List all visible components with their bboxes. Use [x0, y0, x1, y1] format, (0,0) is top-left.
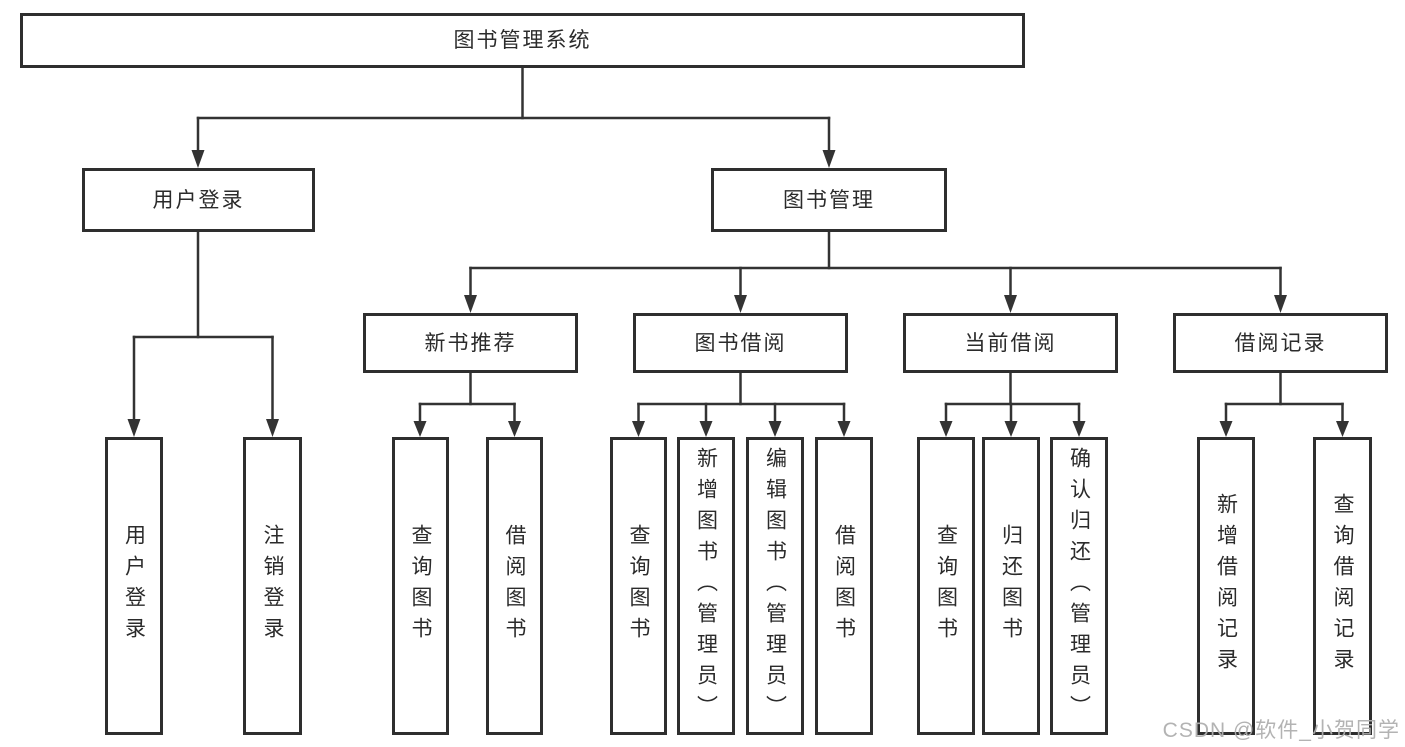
- node-label: 新书推荐: [424, 331, 517, 355]
- connector-new-book-recommend-to-leaves: [413, 371, 521, 437]
- leaf-confirm-return-admin: 确认归还（管理员）: [1050, 437, 1108, 735]
- node-label: 确认归还（管理员）: [1067, 446, 1091, 726]
- connector-user-login-to-leaves: [127, 230, 279, 437]
- leaf-add-book-admin: 新增图书（管理员）: [677, 437, 735, 735]
- node-label: 借阅图书: [503, 524, 526, 648]
- leaf-logout-login: 注销登录: [243, 437, 302, 735]
- node-label: 借阅记录: [1234, 331, 1327, 355]
- leaf-query-books-recommend: 查询图书: [392, 437, 449, 735]
- node-new-book-recommend: 新书推荐: [363, 313, 578, 373]
- leaf-query-books-borrow: 查询图书: [610, 437, 667, 735]
- node-label: 用户登录: [122, 524, 146, 648]
- leaf-add-borrow-record: 新增借阅记录: [1197, 437, 1255, 735]
- node-label: 查询图书: [409, 524, 432, 648]
- connector-book-management-to-level3: [464, 230, 1287, 313]
- node-label: 注销登录: [261, 524, 284, 648]
- leaf-borrow-books-recommend: 借阅图书: [486, 437, 543, 735]
- leaf-return-books: 归还图书: [982, 437, 1040, 735]
- node-label: 用户登录: [152, 188, 245, 212]
- node-label: 查询图书: [934, 524, 958, 648]
- node-label: 当前借阅: [964, 331, 1057, 355]
- node-label: 归还图书: [999, 524, 1023, 648]
- connector-current-borrow-to-leaves: [939, 371, 1086, 437]
- node-label: 图书借阅: [694, 331, 787, 355]
- leaf-borrow-books-borrow: 借阅图书: [815, 437, 873, 735]
- connector-book-borrow-to-leaves: [632, 371, 851, 437]
- node-book-management: 图书管理: [711, 168, 947, 232]
- csdn-watermark: CSDN @软件_小贺同学: [1162, 719, 1400, 742]
- connector-root-to-level2: [191, 66, 836, 168]
- node-book-borrow: 图书借阅: [633, 313, 848, 373]
- node-label: 查询借阅记录: [1331, 493, 1354, 679]
- node-user-login: 用户登录: [82, 168, 315, 232]
- leaf-user-login: 用户登录: [105, 437, 163, 735]
- node-label: 查询图书: [627, 524, 650, 648]
- node-label: 新增借阅记录: [1214, 493, 1238, 679]
- node-borrow-records: 借阅记录: [1173, 313, 1388, 373]
- leaf-edit-book-admin: 编辑图书（管理员）: [746, 437, 804, 735]
- leaf-query-borrow-record: 查询借阅记录: [1313, 437, 1372, 735]
- connector-borrow-records-to-leaves: [1219, 371, 1349, 437]
- node-current-borrow: 当前借阅: [903, 313, 1118, 373]
- node-label: 新增图书（管理员）: [694, 446, 718, 726]
- leaf-query-books-current: 查询图书: [917, 437, 975, 735]
- node-label: 借阅图书: [832, 524, 856, 648]
- node-label: 图书管理: [783, 188, 875, 212]
- node-label: 编辑图书（管理员）: [763, 446, 787, 726]
- node-root-system: 图书管理系统: [20, 13, 1025, 68]
- node-label: 图书管理系统: [453, 29, 592, 52]
